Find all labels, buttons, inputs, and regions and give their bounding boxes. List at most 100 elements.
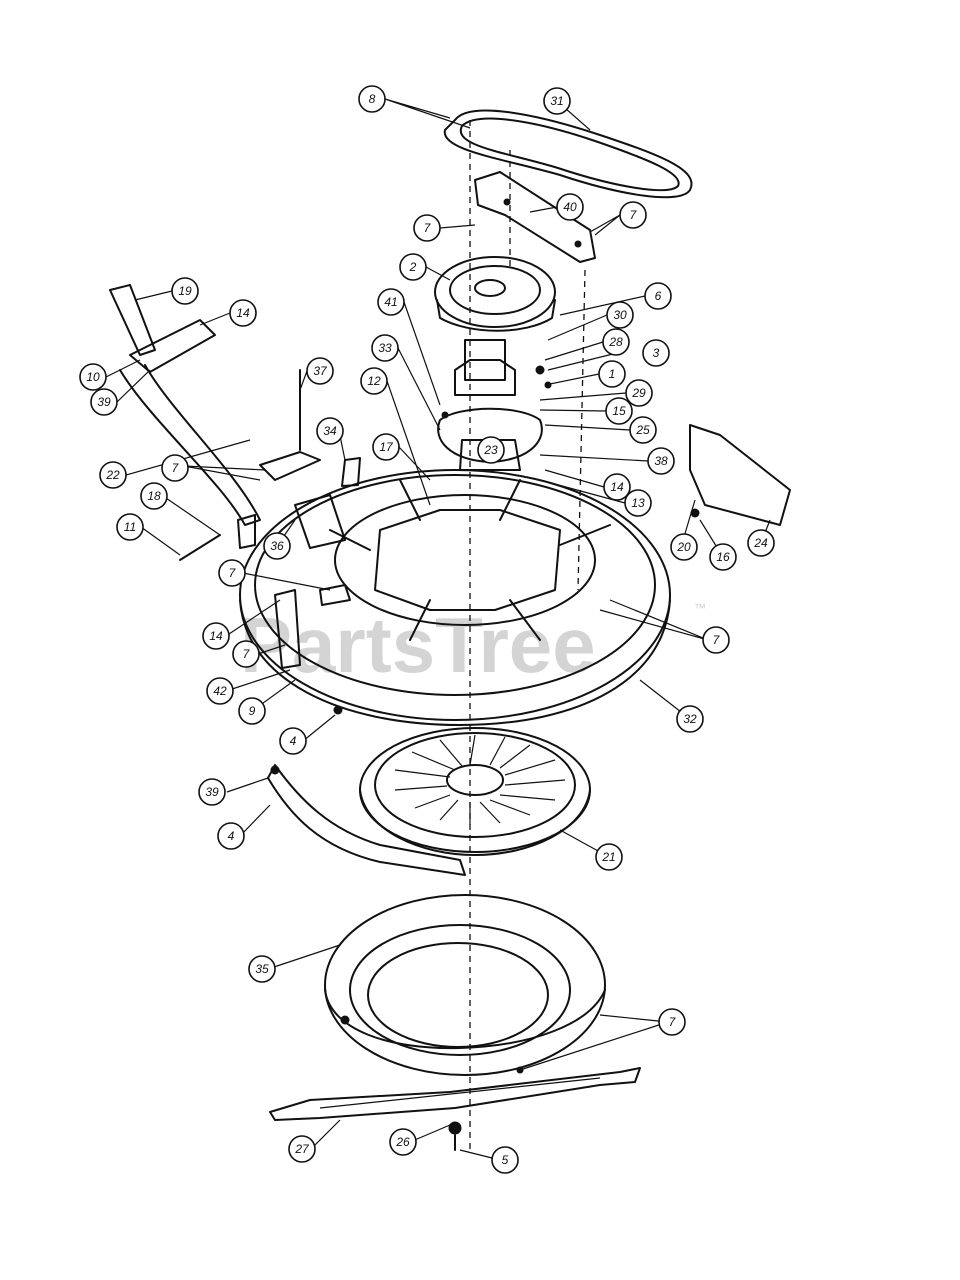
callout-2: 2 [399, 253, 427, 281]
callout-14-a-label: 14 [610, 480, 624, 494]
callout-7-d: 7 [218, 559, 246, 587]
callout-28-label: 28 [608, 335, 623, 349]
callout-18: 18 [140, 482, 168, 510]
callout-17: 17 [372, 433, 400, 461]
callout-25-label: 25 [635, 423, 650, 437]
callout-25: 25 [629, 416, 657, 444]
callout-12: 12 [360, 367, 388, 395]
callout-22: 22 [99, 461, 127, 489]
callout-38: 38 [647, 447, 675, 475]
callout-1: 1 [598, 360, 626, 388]
callout-33-label: 33 [378, 341, 392, 355]
callout-21-label: 21 [601, 850, 615, 864]
callout-7-a-label: 7 [424, 221, 432, 235]
callout-39-a-label: 39 [97, 395, 111, 409]
callout-23-label: 23 [483, 443, 498, 457]
callout-26: 26 [389, 1128, 417, 1156]
callout-21: 21 [595, 843, 623, 871]
callout-36: 36 [263, 532, 291, 560]
callout-26-label: 26 [395, 1135, 410, 1149]
callout-14-c-label: 14 [209, 629, 223, 643]
callout-34: 34 [316, 417, 344, 445]
callout-27: 27 [288, 1135, 316, 1163]
callout-23: 23 [477, 436, 505, 464]
callout-9: 9 [238, 697, 266, 725]
callout-42-label: 42 [213, 684, 227, 698]
callout-42: 42 [206, 677, 234, 705]
callout-15-label: 15 [612, 404, 626, 418]
fasteners [179, 534, 524, 1151]
callout-6: 6 [644, 282, 672, 310]
callout-18-label: 18 [147, 489, 161, 503]
callout-24: 24 [747, 529, 775, 557]
callout-37: 37 [306, 357, 334, 385]
callout-24-label: 24 [753, 536, 768, 550]
callout-7-f: 7 [702, 626, 730, 654]
belt-guide-bracket [474, 171, 596, 263]
callout-14-b: 14 [229, 299, 257, 327]
callout-31-label: 31 [550, 94, 563, 108]
callout-9-label: 9 [249, 704, 256, 718]
callout-5: 5 [491, 1146, 519, 1174]
callout-7-d-label: 7 [229, 566, 237, 580]
callout-7-g-label: 7 [669, 1015, 677, 1029]
callout-12-label: 12 [367, 374, 381, 388]
callout-20: 20 [670, 533, 698, 561]
callout-20-label: 20 [676, 540, 691, 554]
watermark-trademark: ™ [694, 601, 706, 615]
callout-22-label: 22 [105, 468, 120, 482]
callout-17-label: 17 [379, 440, 394, 454]
callout-11: 11 [116, 513, 144, 541]
callout-8-label: 8 [369, 92, 376, 106]
callouts: 8 31 40 7 7 2 6 30 41 33 28 3 1 29 15 25… [79, 85, 775, 1174]
linkage [259, 369, 361, 669]
baffle-ring [324, 894, 606, 1076]
right-bracket [689, 424, 791, 526]
lift-arm [109, 284, 261, 549]
stiffener-bar [267, 764, 466, 876]
callout-28: 28 [602, 328, 630, 356]
callout-14-c: 14 [202, 622, 230, 650]
callout-34-label: 34 [323, 424, 337, 438]
callout-16: 16 [709, 543, 737, 571]
callout-10: 10 [79, 363, 107, 391]
callout-14-a: 14 [603, 473, 631, 501]
callout-39-a: 39 [90, 388, 118, 416]
callout-41-label: 41 [384, 295, 397, 309]
blade [269, 1067, 641, 1121]
callout-30-label: 30 [613, 308, 627, 322]
callout-5-label: 5 [502, 1153, 509, 1167]
pulley [434, 256, 556, 332]
callout-39-b-label: 39 [205, 785, 219, 799]
callout-7-c-label: 7 [172, 461, 180, 475]
callout-4-b-label: 4 [228, 829, 235, 843]
callout-36-label: 36 [270, 539, 284, 553]
belt [443, 109, 693, 199]
callout-32-label: 32 [683, 712, 697, 726]
callout-10-label: 10 [86, 370, 100, 384]
callout-37-label: 37 [313, 364, 328, 378]
callout-13-label: 13 [631, 496, 645, 510]
callout-40-label: 40 [563, 200, 577, 214]
callout-7-e-label: 7 [243, 647, 251, 661]
watermark: PartsTree ™ [240, 601, 706, 689]
callout-39-b: 39 [198, 778, 226, 806]
callout-7-a: 7 [413, 214, 441, 242]
callout-7-c: 7 [161, 454, 189, 482]
mower-deck [239, 469, 671, 726]
callout-3: 3 [642, 339, 670, 367]
callout-16-label: 16 [716, 550, 730, 564]
callout-14-b-label: 14 [236, 306, 250, 320]
callout-4-a-label: 4 [290, 734, 297, 748]
callout-35-label: 35 [255, 962, 269, 976]
callout-4-b: 4 [217, 822, 245, 850]
callout-11-label: 11 [124, 520, 136, 534]
callout-7-b-label: 7 [630, 208, 638, 222]
callout-13: 13 [624, 489, 652, 517]
callout-35: 35 [248, 955, 276, 983]
callout-27-label: 27 [294, 1142, 310, 1156]
callout-38-label: 38 [654, 454, 668, 468]
callout-29: 29 [625, 379, 653, 407]
callout-7-f-label: 7 [713, 633, 721, 647]
callout-41: 41 [377, 288, 405, 316]
